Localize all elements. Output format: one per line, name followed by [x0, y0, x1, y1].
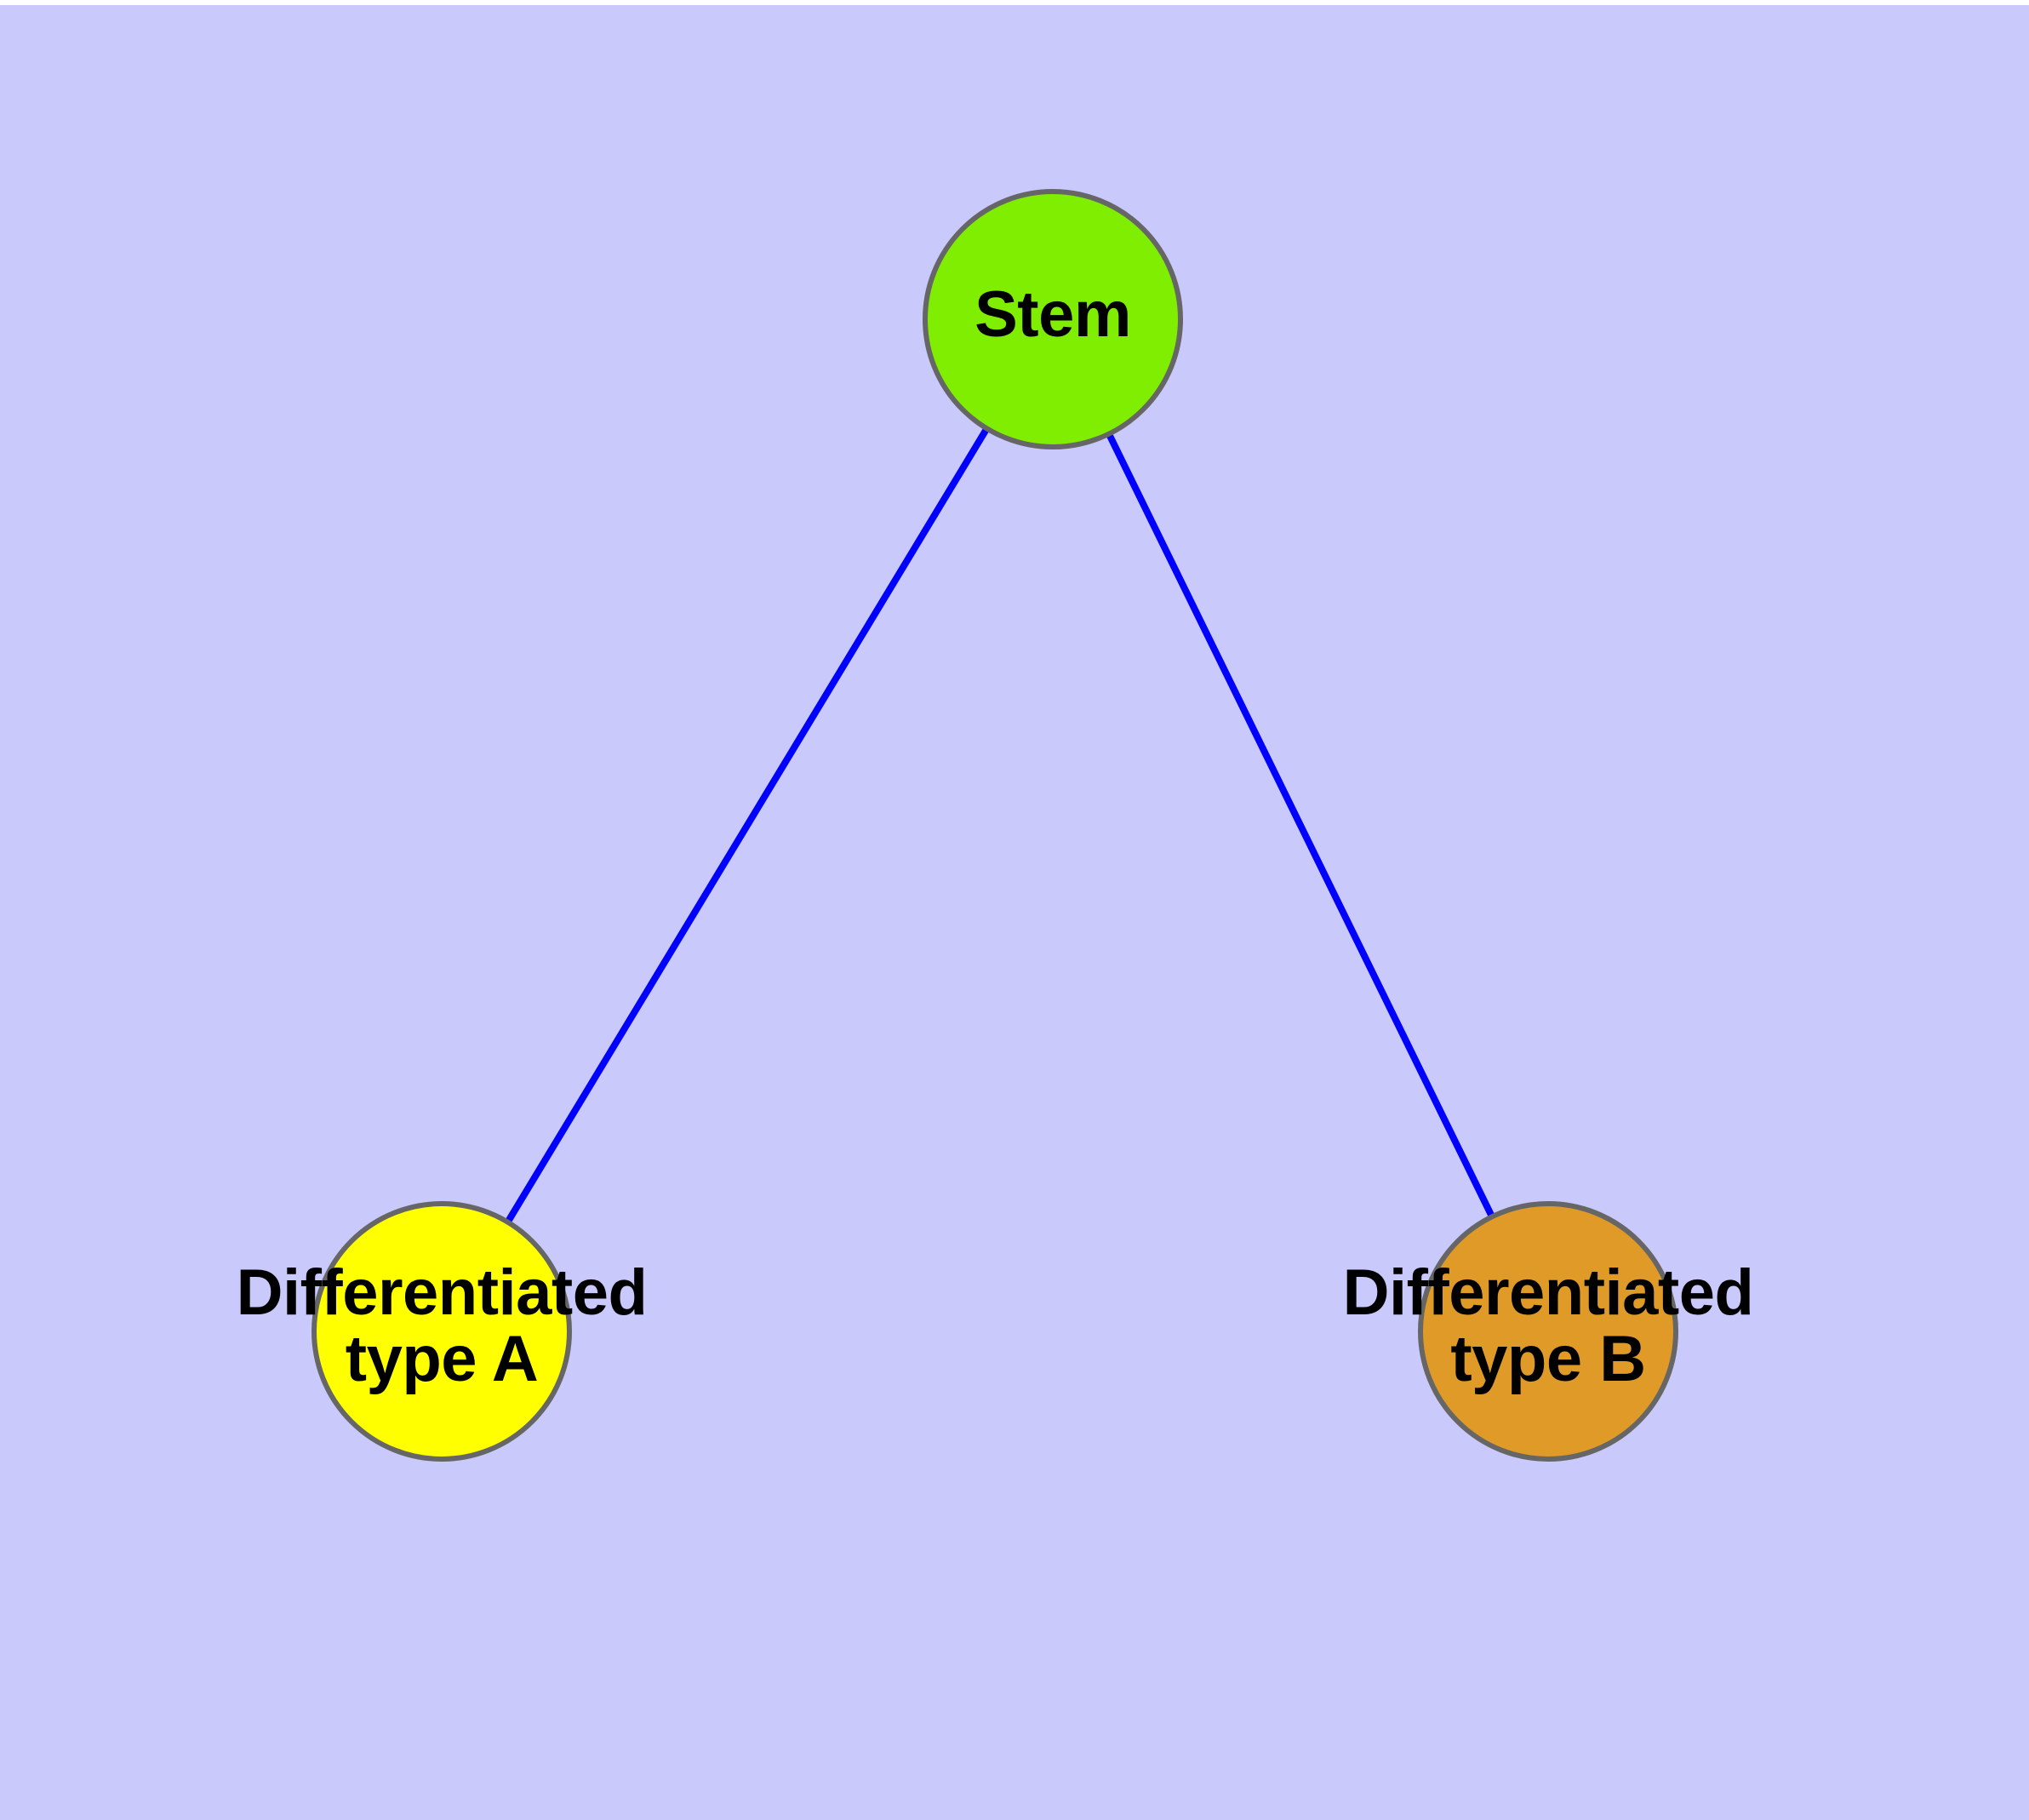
node-differentiated-type-b-circle[interactable]: [1418, 1201, 1678, 1462]
node-stem-circle[interactable]: [923, 189, 1183, 449]
edge-stem-to-diff-a: [438, 317, 1056, 1334]
node-differentiated-type-a-circle[interactable]: [311, 1201, 572, 1462]
edge-stem-to-diff-b: [1049, 318, 1552, 1333]
